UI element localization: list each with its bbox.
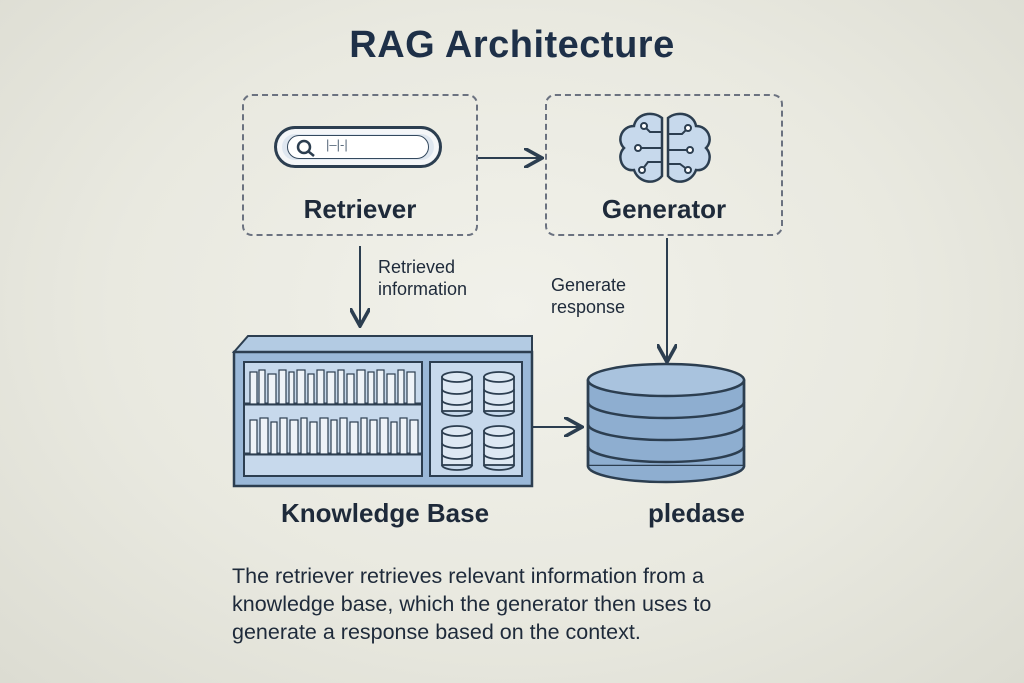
bookshelf-icon [231, 335, 534, 488]
knowledge-base-label: Knowledge Base [281, 498, 490, 528]
caption: The retriever retrieves relevant informa… [232, 562, 832, 646]
database-icon [586, 362, 746, 484]
retriever-label: Retriever [303, 194, 417, 224]
search-icon [296, 139, 315, 157]
database-label: pledase [648, 498, 745, 528]
search-text: |–|-| [326, 137, 348, 152]
generator-box: Generator [545, 94, 783, 236]
retrieved-line-2: information [378, 279, 468, 299]
retrieved-line-1: Retrieved [378, 257, 456, 277]
page-title: RAG Architecture [349, 24, 675, 66]
generate-response-label: Generate response [551, 274, 626, 318]
generate-line-2: response [551, 297, 626, 317]
caption-line-2: knowledge base, which the generator then… [232, 592, 712, 616]
retriever-box: |–|-| Retriever [242, 94, 478, 236]
search-field: |–|-| [287, 135, 429, 159]
generate-line-1: Generate [551, 275, 627, 295]
brain-icon [619, 112, 711, 183]
retrieved-information-label: Retrieved information [378, 256, 467, 300]
search-bar: |–|-| [274, 126, 442, 168]
caption-line-1: The retriever retrieves relevant informa… [232, 564, 704, 588]
caption-line-3: generate a response based on the context… [232, 620, 641, 644]
generator-label: Generator [601, 194, 727, 224]
